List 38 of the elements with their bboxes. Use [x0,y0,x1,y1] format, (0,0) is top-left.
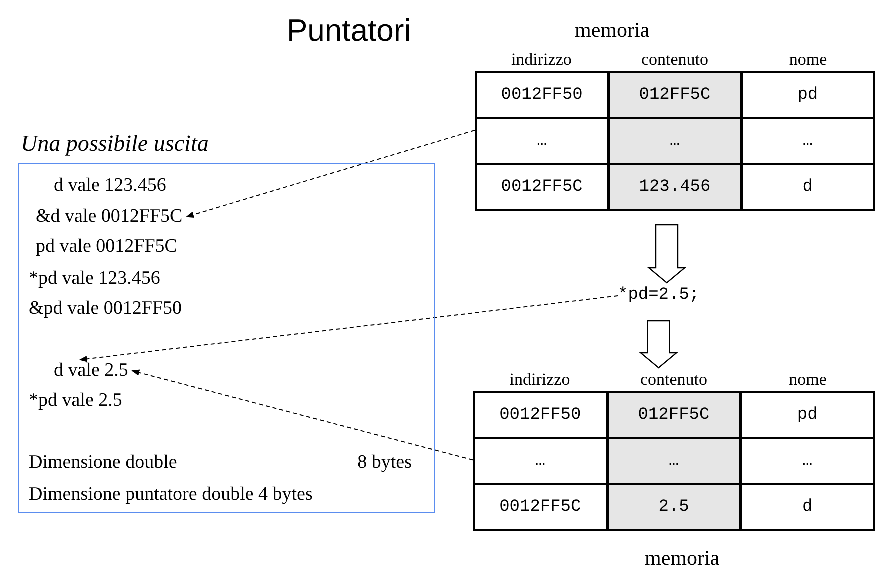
output-line: &pd vale 0012FF50 [29,298,182,320]
block-arrow [639,320,678,369]
output-line: Dimensione double [29,452,178,474]
value-cell: 012FF5C [608,72,742,118]
memory-caption: memoria [645,546,720,570]
name-cell: … [740,438,874,484]
slide-title: Puntatori [287,13,412,49]
column-header: nome [788,50,828,71]
output-line: &d vale 0012FF5C [36,206,183,228]
value-cell: 123.456 [608,164,742,210]
name-cell: pd [740,392,874,438]
name-cell: d [740,484,874,530]
dashed-arrow [186,130,476,218]
output-line: 8 bytes [358,452,412,474]
output-line: Dimensione puntatore double 4 bytes [29,484,313,506]
value-cell: … [608,118,742,164]
block-arrow [647,224,687,284]
memory-caption: memoria [575,18,650,42]
name-cell: d [741,164,874,210]
column-header: indirizzo [508,370,572,391]
dashed-arrow [79,296,618,362]
output-line: *pd vale 123.456 [29,268,160,290]
dashed-arrow [132,370,474,461]
output-line: d vale 123.456 [54,175,166,197]
output-line: pd vale 0012FF5C [36,236,178,258]
value-cell: 2.5 [607,484,741,530]
column-header: contenuto [640,50,710,71]
value-cell: 012FF5C [607,392,741,438]
name-cell: pd [741,72,874,118]
value-cell: … [607,438,741,484]
column-header: contenuto [639,370,709,391]
code-statement: *pd=2.5; [618,285,700,307]
output-line: *pd vale 2.5 [29,390,122,412]
panel-heading: Una possibile uscita [21,133,209,155]
column-header: nome [788,370,828,391]
output-line: d vale 2.5 [54,360,128,382]
name-cell: … [741,118,874,164]
column-header: indirizzo [510,50,573,71]
